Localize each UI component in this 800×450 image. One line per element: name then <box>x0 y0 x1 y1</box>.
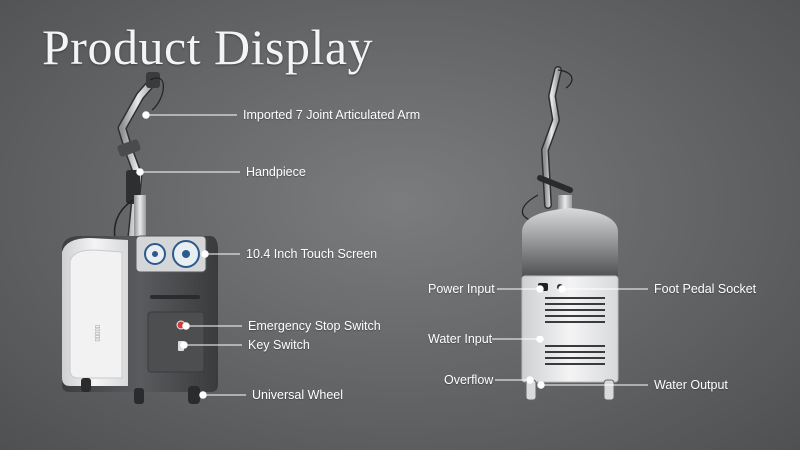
label-universal-wheel: Universal Wheel <box>252 388 344 402</box>
label-emergency-stop-switch: Emergency Stop Switch <box>248 319 381 333</box>
label-water-output: Water Output <box>654 378 728 392</box>
page-title: Product Display <box>42 19 374 75</box>
svg-text:▯▯▯▯▯: ▯▯▯▯▯ <box>94 325 101 342</box>
leader-lines <box>136 111 648 399</box>
label-power-input: Power Input <box>428 282 495 296</box>
label-key-switch: Key Switch <box>248 338 310 352</box>
label-handpiece: Handpiece <box>246 165 306 179</box>
front-machine: ▯▯▯▯▯ <box>62 72 218 404</box>
label-overflow: Overflow <box>444 373 494 387</box>
label-articulated-arm: Imported 7 Joint Articulated Arm <box>243 108 421 122</box>
label-foot-pedal-socket: Foot Pedal Socket <box>654 282 757 296</box>
back-machine <box>521 66 619 401</box>
label-water-input: Water Input <box>428 332 493 346</box>
label-touch-screen: 10.4 Inch Touch Screen <box>246 247 378 261</box>
